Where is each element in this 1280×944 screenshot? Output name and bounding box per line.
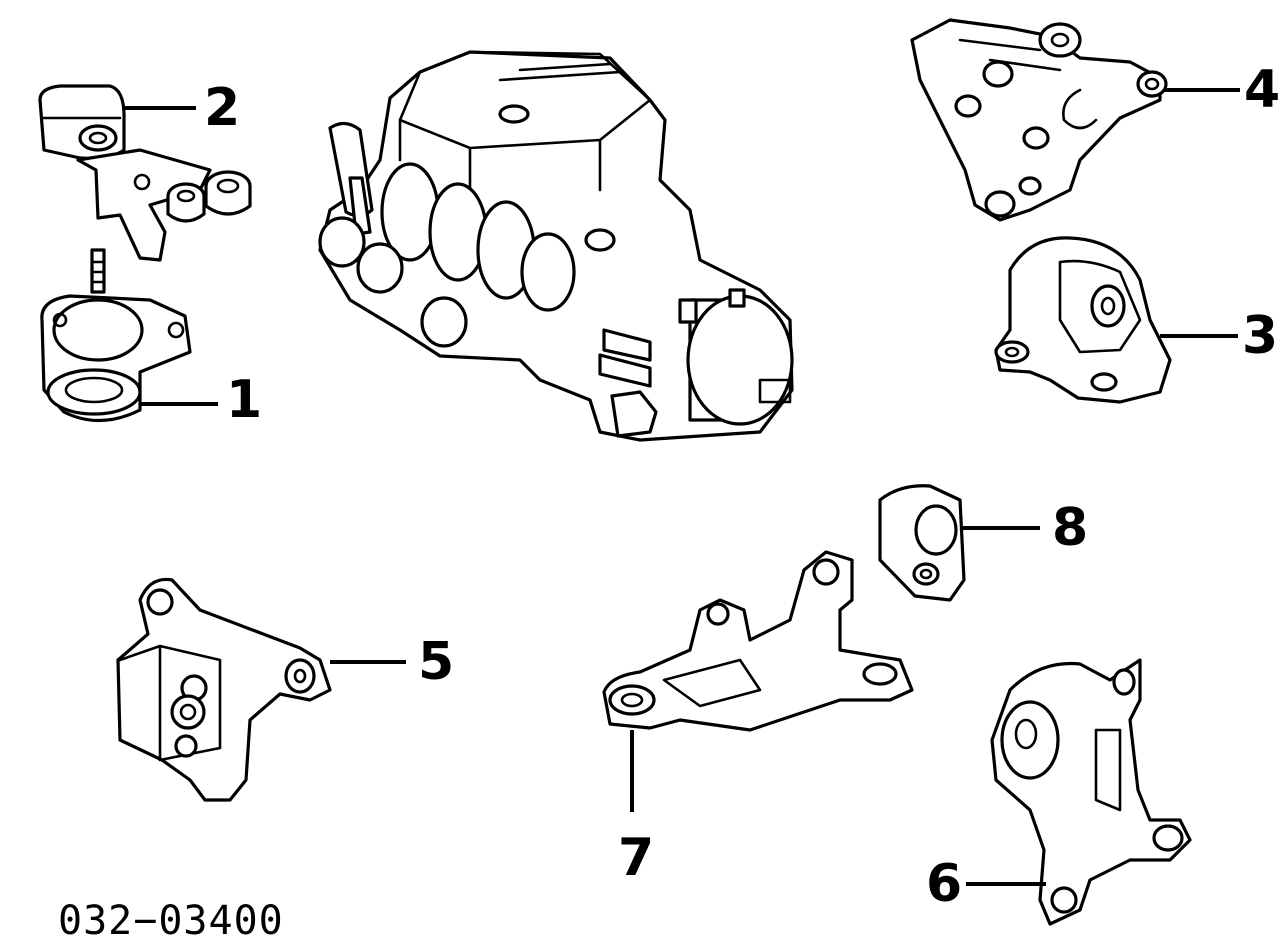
callout-1: 1 <box>226 370 263 430</box>
part-7-bracket <box>602 550 914 732</box>
callout-5: 5 <box>418 632 455 692</box>
callout-3: 3 <box>1242 306 1279 366</box>
callout-4: 4 <box>1244 60 1280 120</box>
callout-7: 7 <box>618 828 655 888</box>
figure-number: 032−03400 <box>58 898 284 944</box>
part-6-mount <box>990 658 1192 926</box>
callout-6: 6 <box>926 854 963 914</box>
callout-2: 2 <box>204 78 241 138</box>
part-8-plate <box>878 484 966 602</box>
part-4-bracket <box>910 18 1168 222</box>
leader-lines <box>122 88 1240 886</box>
part-1-mount <box>40 248 192 423</box>
engine-assembly <box>318 50 794 442</box>
part-3-mount <box>994 236 1172 404</box>
part-2-torque-rod <box>38 84 252 262</box>
callout-8: 8 <box>1052 498 1089 558</box>
part-5-bracket <box>116 577 332 802</box>
